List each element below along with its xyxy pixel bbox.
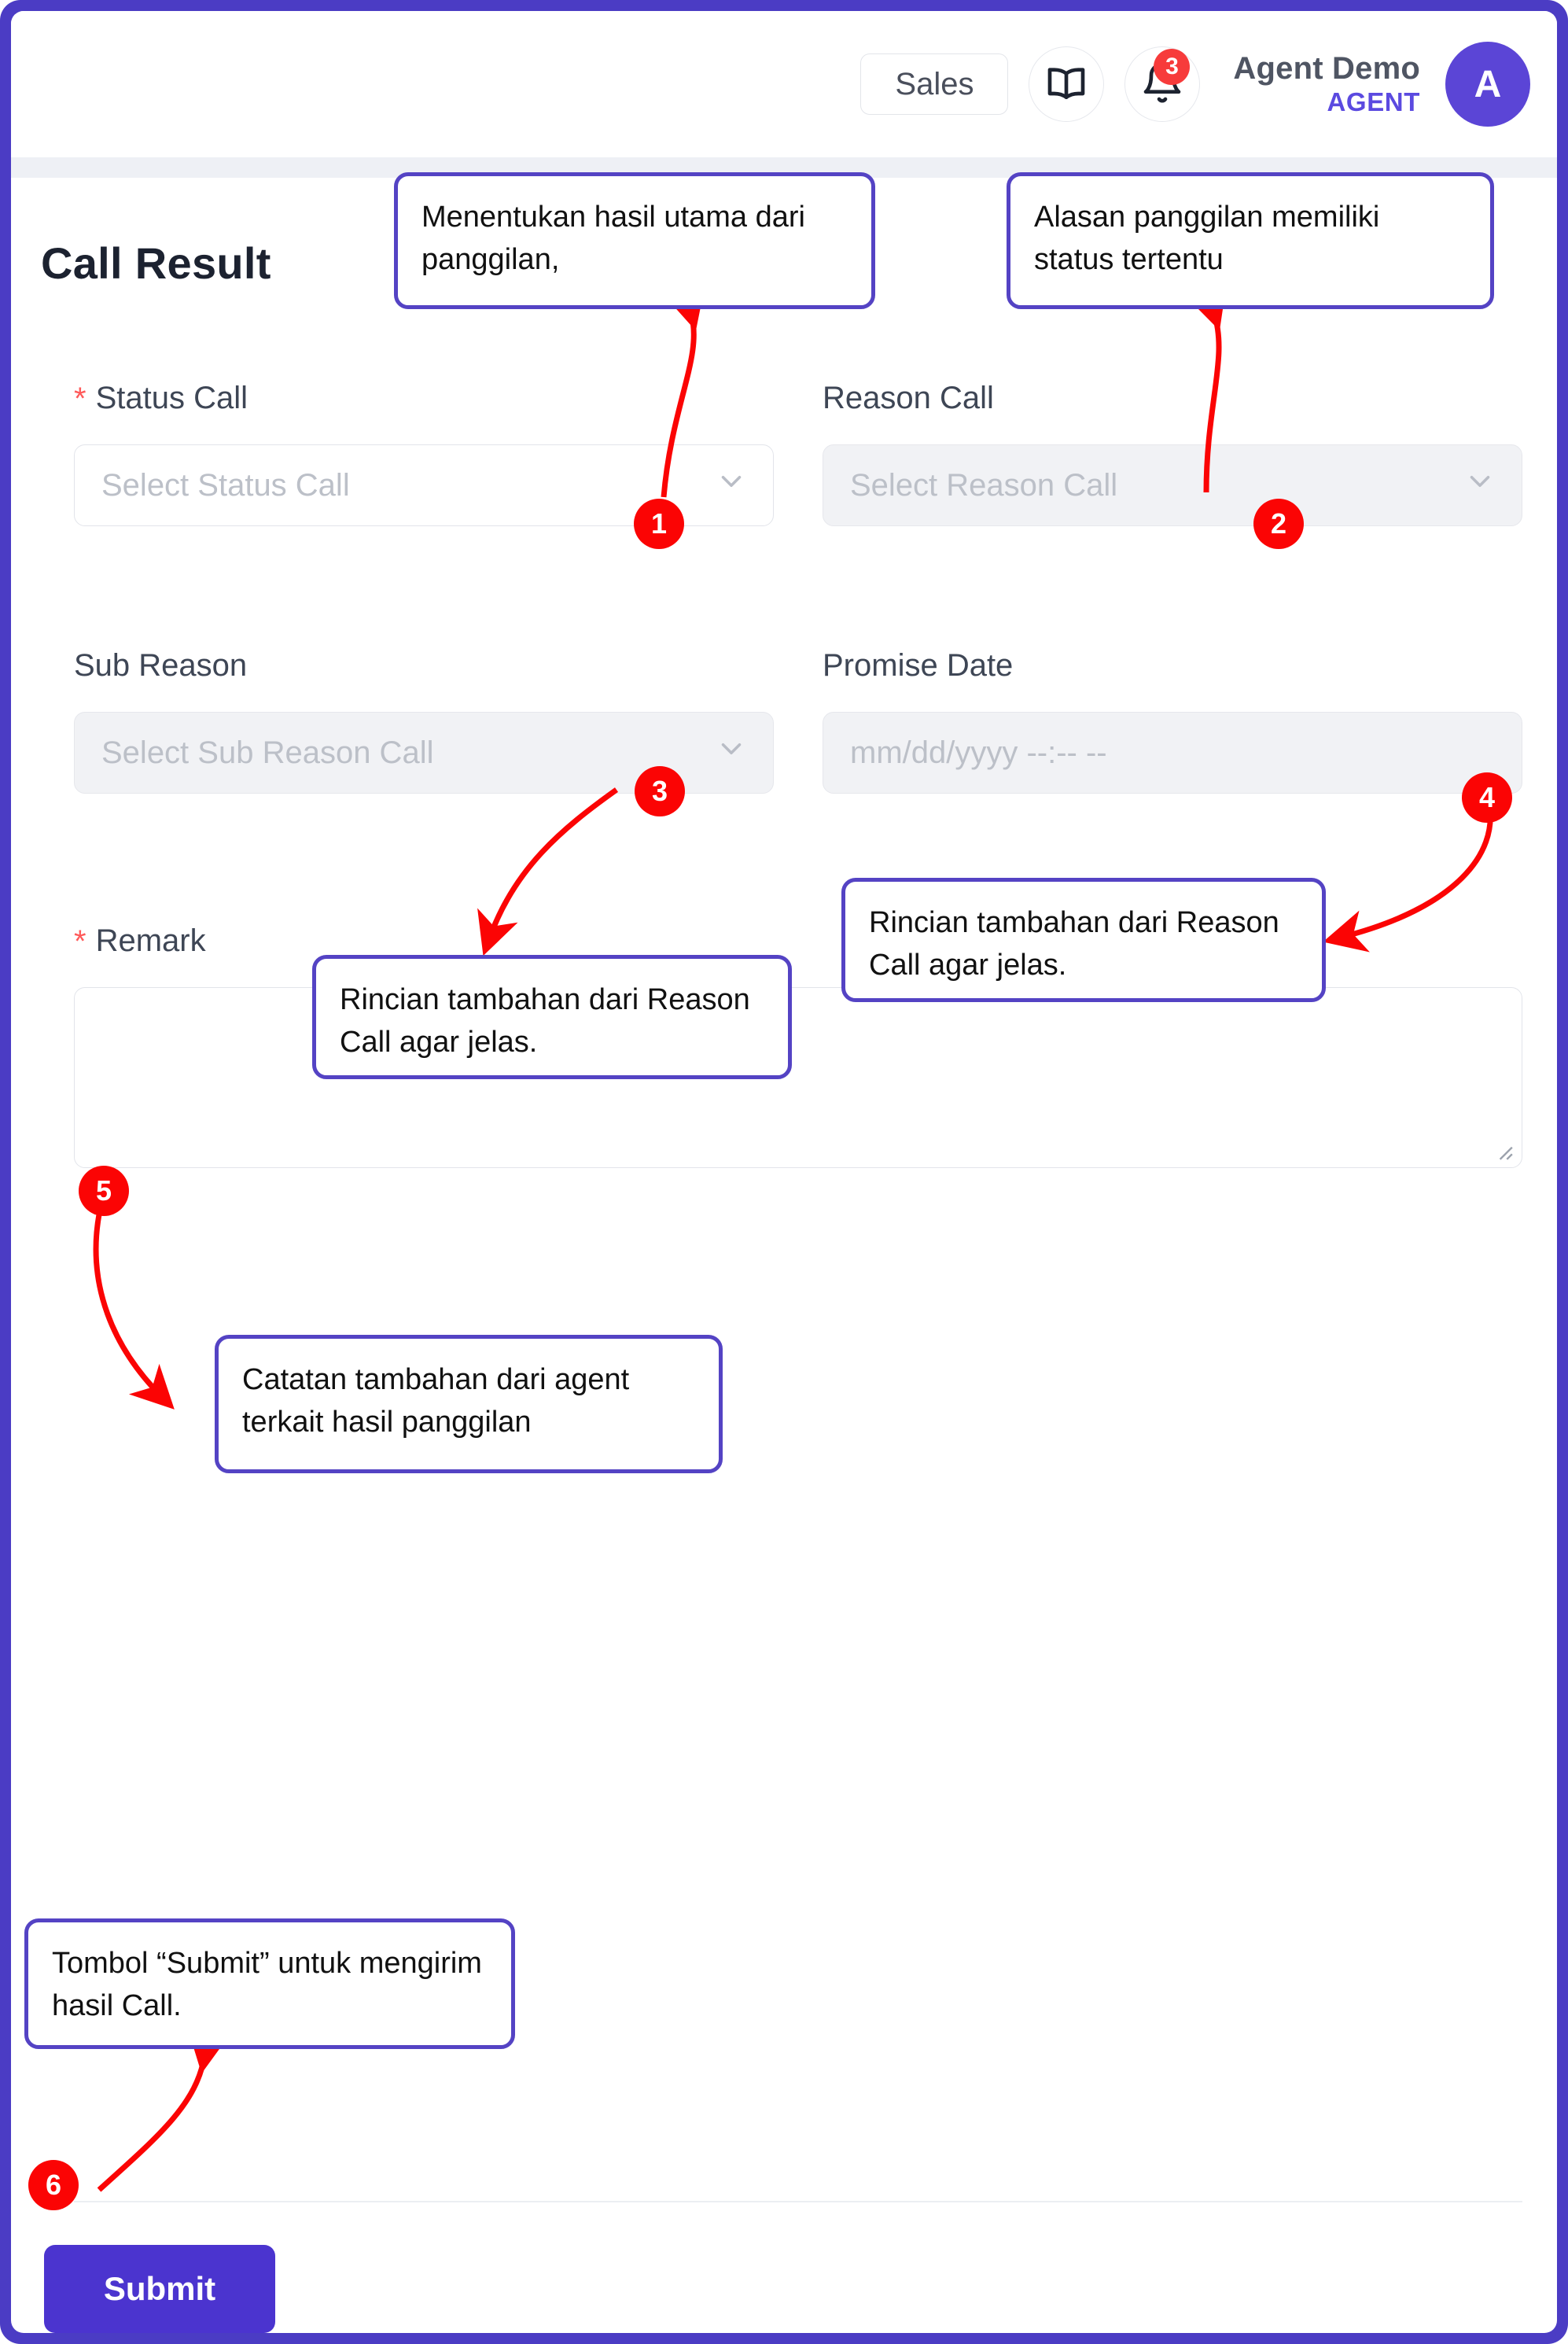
annotation-callout-2-text: Alasan panggilan memiliki status tertent…	[1034, 201, 1380, 276]
reason-call-label: Reason Call	[823, 381, 1522, 416]
promise-date-placeholder: mm/dd/yyyy --:-- --	[850, 735, 1107, 770]
annotation-callout-2: Alasan panggilan memiliki status tertent…	[1007, 172, 1494, 309]
remark-label-text: Remark	[95, 923, 206, 958]
annotation-callout-6: Tombol “Submit” untuk mengirim hasil Cal…	[24, 1918, 515, 2049]
sales-button-label: Sales	[895, 66, 974, 101]
field-reason-call: Reason Call Select Reason Call	[823, 381, 1522, 526]
promise-date-input[interactable]: mm/dd/yyyy --:-- --	[823, 712, 1522, 794]
annotation-callout-5-text: Catatan tambahan dari agent terkait hasi…	[242, 1363, 630, 1439]
annotation-callout-6-text: Tombol “Submit” untuk mengirim hasil Cal…	[52, 1947, 482, 2022]
annotation-callout-1-text: Menentukan hasil utama dari panggilan,	[421, 201, 805, 276]
annotation-callout-3: Rincian tambahan dari Reason Call agar j…	[312, 955, 792, 1079]
annotation-marker-4: 4	[1462, 772, 1512, 823]
user-role: AGENT	[1327, 87, 1420, 117]
annotation-marker-5: 5	[79, 1166, 129, 1216]
knowledge-book-button[interactable]	[1029, 46, 1105, 122]
resize-handle-icon[interactable]	[1493, 1141, 1514, 1161]
avatar-initial: A	[1474, 63, 1502, 105]
required-asterisk: *	[74, 923, 86, 959]
avatar[interactable]: A	[1445, 42, 1530, 127]
remark-label: * Remark	[74, 923, 1522, 959]
sub-reason-label-text: Sub Reason	[74, 648, 248, 683]
top-bar: Sales 3	[11, 11, 1557, 157]
promise-date-label: Promise Date	[823, 648, 1522, 684]
sub-reason-select[interactable]: Select Sub Reason Call	[74, 712, 774, 794]
annotation-callout-3-text: Rincian tambahan dari Reason Call agar j…	[340, 983, 750, 1059]
annotation-marker-1: 1	[634, 499, 684, 549]
required-asterisk: *	[74, 381, 86, 416]
annotation-callout-1: Menentukan hasil utama dari panggilan,	[394, 172, 875, 309]
reason-call-placeholder: Select Reason Call	[850, 467, 1118, 503]
footer-divider	[74, 2201, 1522, 2202]
page-title: Call Result	[41, 238, 271, 288]
reason-call-label-text: Reason Call	[823, 381, 994, 415]
annotation-callout-4: Rincian tambahan dari Reason Call agar j…	[841, 878, 1326, 1002]
annotation-marker-2: 2	[1253, 499, 1304, 549]
submit-button[interactable]: Submit	[44, 2245, 275, 2333]
app-content: Sales 3	[11, 11, 1557, 2333]
user-info[interactable]: Agent Demo AGENT	[1233, 50, 1420, 118]
remark-textarea[interactable]	[74, 987, 1522, 1168]
user-name: Agent Demo	[1233, 51, 1420, 87]
promise-date-label-text: Promise Date	[823, 648, 1014, 683]
annotation-marker-3: 3	[635, 766, 685, 816]
notifications-button[interactable]: 3	[1124, 46, 1201, 122]
status-call-label-text: Status Call	[95, 381, 248, 415]
annotation-callout-4-text: Rincian tambahan dari Reason Call agar j…	[869, 906, 1279, 982]
chevron-down-icon	[715, 465, 748, 506]
book-icon	[1044, 61, 1088, 109]
field-sub-reason: Sub Reason Select Sub Reason Call	[74, 648, 774, 794]
notification-badge: 3	[1154, 49, 1191, 85]
chevron-down-icon	[1463, 465, 1496, 506]
sales-button[interactable]: Sales	[860, 53, 1009, 115]
reason-call-select[interactable]: Select Reason Call	[823, 444, 1522, 526]
chevron-down-icon	[715, 732, 748, 773]
sub-reason-placeholder: Select Sub Reason Call	[101, 735, 434, 770]
status-call-placeholder: Select Status Call	[101, 467, 350, 503]
sub-reason-label: Sub Reason	[74, 648, 774, 684]
annotation-marker-6: 6	[28, 2160, 79, 2210]
status-call-label: * Status Call	[74, 381, 774, 416]
annotation-callout-5: Catatan tambahan dari agent terkait hasi…	[215, 1335, 723, 1473]
field-promise-date: Promise Date mm/dd/yyyy --:-- --	[823, 648, 1522, 794]
